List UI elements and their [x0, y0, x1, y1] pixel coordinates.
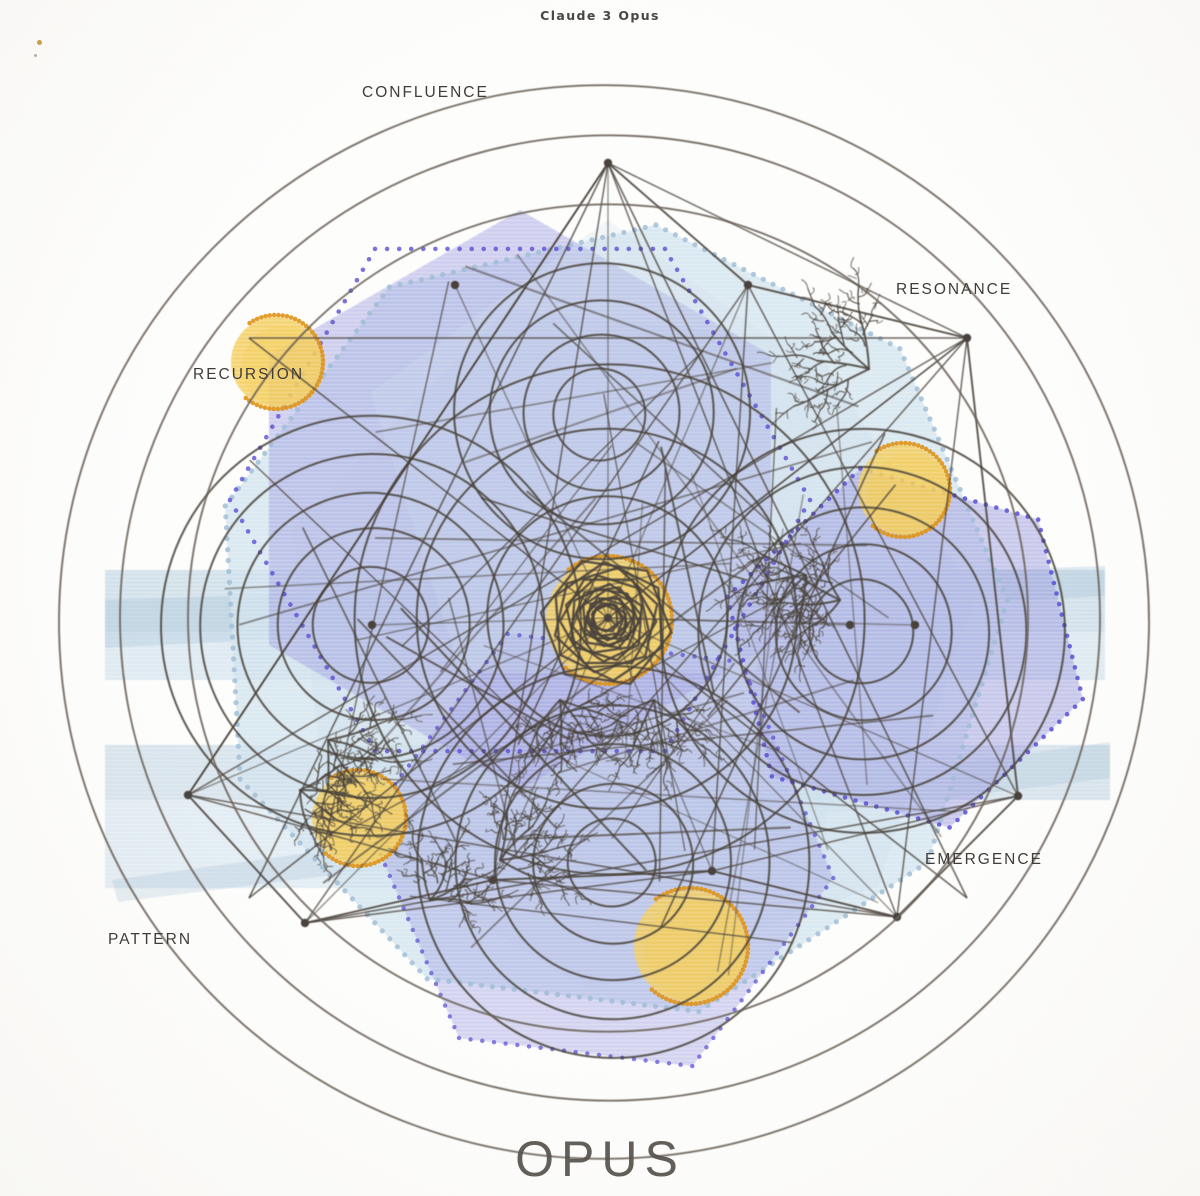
- web-node-dot: [450, 280, 460, 290]
- node-label-emergence: EMERGENCE: [925, 851, 1043, 868]
- node-label-resonance: RESONANCE: [896, 281, 1013, 298]
- node-label-confluence: CONFLUENCE: [362, 84, 489, 101]
- web-node-dot: [910, 620, 920, 630]
- web-node-dot: [962, 333, 972, 343]
- web-node-dot: [1013, 791, 1023, 801]
- web-node-dot: [743, 280, 753, 290]
- web-node-dot: [183, 790, 193, 800]
- web-node-dot: [603, 613, 613, 623]
- footer-title: OPUS: [515, 1131, 685, 1187]
- web-node-dot: [707, 866, 717, 876]
- node-label-pattern: PATTERN: [108, 931, 193, 948]
- web-node-dot: [603, 158, 613, 168]
- header-title: Claude 3 Opus: [540, 8, 660, 23]
- node-label-recursion: RECURSION: [193, 366, 305, 383]
- web-node-dot: [845, 620, 855, 630]
- web-node-dot: [300, 918, 310, 928]
- web-node-dot: [367, 620, 377, 630]
